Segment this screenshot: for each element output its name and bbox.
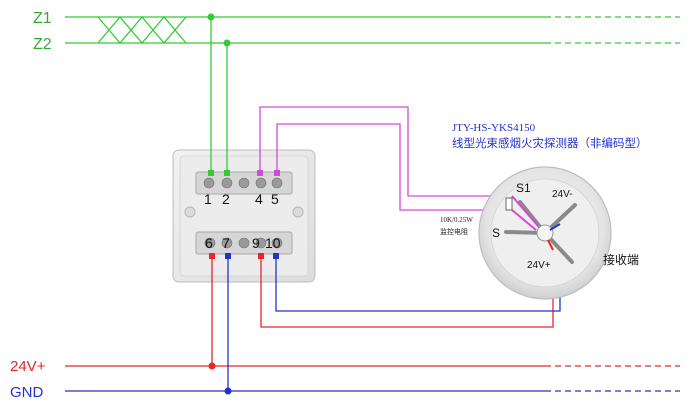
bottom-screws bbox=[204, 237, 283, 249]
detector-name: 线型光束感烟火灾探测器（非编码型） bbox=[452, 136, 648, 150]
green-wires bbox=[210, 17, 228, 172]
top-screws bbox=[203, 177, 283, 189]
terminal-4-label: 4 bbox=[255, 191, 263, 207]
detector-receiver bbox=[478, 166, 612, 300]
z-bus-lines bbox=[65, 15, 680, 45]
z2-junction bbox=[223, 39, 231, 47]
terminal-5-label: 5 bbox=[271, 191, 279, 207]
resistor-icon bbox=[505, 197, 513, 211]
terminal-10-label: 10 bbox=[265, 235, 281, 251]
magenta-wires bbox=[259, 106, 512, 211]
input-module: 1 2 4 5 6 7 9 10 bbox=[172, 149, 316, 283]
gnd-junction bbox=[224, 387, 232, 395]
receiver-label: 接收端 bbox=[603, 252, 639, 267]
z1-label: Z1 bbox=[33, 10, 52, 27]
resistor-label: 10K/0.25W bbox=[440, 216, 473, 224]
power-label: 24V+ bbox=[10, 358, 46, 375]
gnd-label: GND bbox=[10, 384, 44, 401]
terminal-6-label: 6 bbox=[205, 235, 213, 251]
terminal-s1-label: S1 bbox=[516, 181, 531, 195]
terminal-9-label: 9 bbox=[252, 235, 260, 251]
twist-a bbox=[97, 15, 187, 45]
terminal-1-label: 1 bbox=[204, 191, 212, 207]
terminal-24v-plus-label: 24V+ bbox=[527, 260, 551, 271]
terminal-2-label: 2 bbox=[222, 191, 230, 207]
z1-junction bbox=[207, 13, 215, 21]
terminal-7-label: 7 bbox=[222, 235, 230, 251]
resistor-label-2: 监控电阻 bbox=[440, 227, 468, 236]
twist-b bbox=[97, 15, 187, 45]
terminal-24v-minus-label: 24V- bbox=[552, 189, 573, 200]
power-junction bbox=[208, 362, 216, 370]
z2-label: Z2 bbox=[33, 36, 52, 53]
terminal-s-label: S bbox=[492, 226, 500, 240]
detector-model: JTY-HS-YKS4150 bbox=[452, 122, 536, 134]
